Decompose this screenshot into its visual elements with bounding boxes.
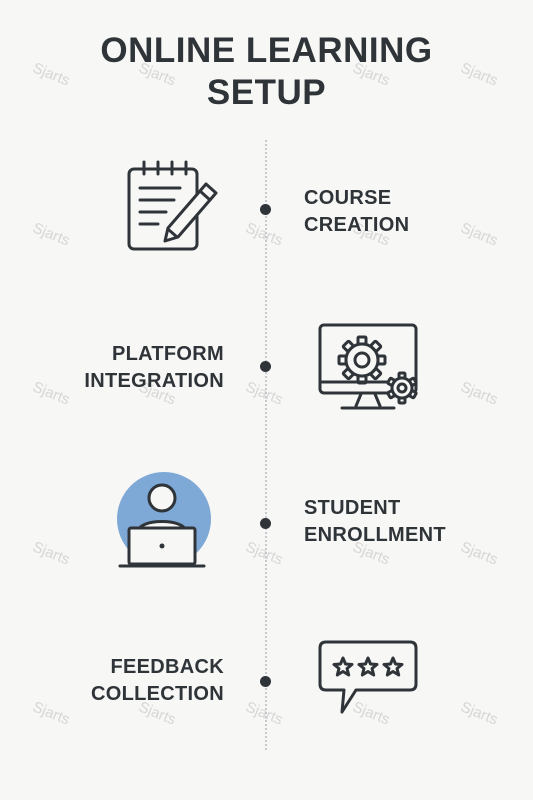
- step-4-line-1: FEEDBACK: [110, 656, 224, 678]
- watermark: Sjarts: [30, 378, 73, 409]
- timeline-divider: [265, 140, 267, 750]
- timeline-dot-3: [260, 518, 271, 529]
- watermark: Sjarts: [30, 219, 73, 250]
- step-2-line-1: PLATFORM: [111, 343, 224, 365]
- step-label-platform-integration: PLATFORM INTEGRATION: [84, 341, 224, 395]
- speech-bubble-stars-icon: [318, 640, 418, 714]
- step-label-student-enrollment: STUDENT ENROLLMENT: [304, 495, 446, 549]
- timeline-dot-4: [260, 676, 271, 687]
- step-3-line-2: ENROLLMENT: [304, 524, 446, 546]
- step-label-feedback-collection: FEEDBACK COLLECTION: [91, 654, 224, 708]
- page-title: ONLINE LEARNING SETUP: [0, 30, 533, 114]
- timeline-dot-2: [260, 361, 271, 372]
- watermark: Sjarts: [30, 698, 73, 729]
- step-3-line-1: STUDENT: [304, 497, 401, 519]
- monitor-gears-icon: [318, 323, 418, 410]
- title-line-2: SETUP: [206, 73, 327, 112]
- student-laptop-icon: [117, 472, 211, 568]
- step-2-line-2: INTEGRATION: [84, 370, 224, 392]
- step-1-line-2: CREATION: [304, 214, 410, 236]
- notepad-pencil-icon: [127, 160, 218, 251]
- step-1-line-1: COURSE: [304, 187, 392, 209]
- watermark: Sjarts: [458, 538, 501, 569]
- watermark: Sjarts: [458, 219, 501, 250]
- title-line-1: ONLINE LEARNING: [100, 31, 433, 70]
- watermark: Sjarts: [458, 698, 501, 729]
- watermark: Sjarts: [458, 378, 501, 409]
- watermark: Sjarts: [30, 538, 73, 569]
- step-label-course-creation: COURSE CREATION: [304, 185, 409, 239]
- timeline-dot-1: [260, 204, 271, 215]
- step-4-line-2: COLLECTION: [91, 683, 224, 705]
